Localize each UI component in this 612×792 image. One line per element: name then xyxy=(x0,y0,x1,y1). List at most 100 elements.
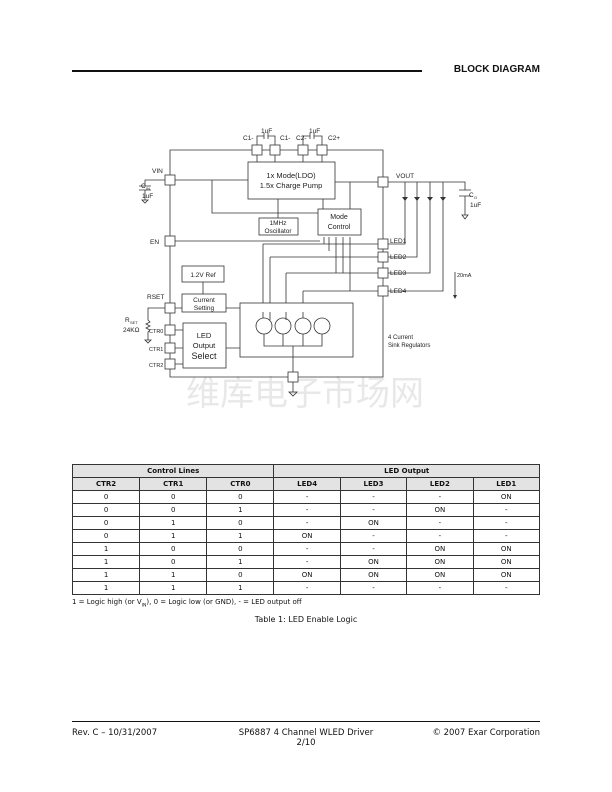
table-cell: 1 xyxy=(71,568,141,582)
table-cell: ON xyxy=(406,503,474,517)
table-cell: 0 xyxy=(206,542,275,556)
svg-text:CTR1: CTR1 xyxy=(149,347,163,353)
table-cell: ON xyxy=(472,542,541,556)
footer-copyright: © 2007 Exar Corporation xyxy=(432,728,540,738)
table-cell: 0 xyxy=(139,555,208,569)
svg-text:CTR2: CTR2 xyxy=(149,363,163,369)
svg-text:C2-: C2- xyxy=(296,135,306,142)
table-cell: - xyxy=(472,516,541,530)
svg-text:1uF: 1uF xyxy=(309,128,320,135)
table-cell: 0 xyxy=(71,490,141,504)
table-cell: ON xyxy=(406,542,474,556)
svg-text:EN: EN xyxy=(150,239,159,246)
table-cell: - xyxy=(339,529,408,543)
table-cell: ON xyxy=(406,555,474,569)
svg-text:LED: LED xyxy=(197,331,212,340)
table-cell: - xyxy=(339,503,408,517)
table-cell: 1 xyxy=(206,529,275,543)
table-cell: 0 xyxy=(71,516,141,530)
svg-text:Setting: Setting xyxy=(194,305,215,312)
page-number: 2/10 xyxy=(296,738,316,748)
table-cell: ON xyxy=(472,555,541,569)
table-cell: 1 xyxy=(71,581,141,595)
svg-text:1x Mode(LDO): 1x Mode(LDO) xyxy=(266,171,316,180)
table-cell: 0 xyxy=(139,503,208,517)
table-footnote: 1 = Logic high (or VIN), 0 = Logic low (… xyxy=(72,598,302,609)
svg-text:RSET: RSET xyxy=(147,294,164,301)
current-sink-block xyxy=(239,302,354,358)
table-cell: 1 xyxy=(206,555,275,569)
table-cell: - xyxy=(339,490,408,504)
svg-text:20mA: 20mA xyxy=(457,273,472,279)
table-cell: - xyxy=(472,581,541,595)
mode-control-block xyxy=(317,208,362,236)
table-cell: 1 xyxy=(71,542,141,556)
svg-text:VIN: VIN xyxy=(152,168,163,175)
svg-text:24KΩ: 24KΩ xyxy=(123,327,140,334)
table-cell: ON xyxy=(472,490,541,504)
svg-text:LED2: LED2 xyxy=(390,254,407,261)
table-cell: 0 xyxy=(206,516,275,530)
svg-text:4 Current: 4 Current xyxy=(388,335,413,341)
table-cell: 1 xyxy=(139,516,208,530)
table-cell: - xyxy=(406,516,474,530)
svg-text:Output: Output xyxy=(193,341,216,350)
table-cell: 0 xyxy=(206,568,275,582)
table-cell: - xyxy=(273,542,341,556)
table-cell: - xyxy=(339,581,408,595)
header-rule xyxy=(72,70,422,72)
table-cell: - xyxy=(273,581,341,595)
table-cell: 1 xyxy=(139,568,208,582)
svg-text:1.5x Charge Pump: 1.5x Charge Pump xyxy=(260,181,323,190)
svg-text:C1-: C1- xyxy=(280,135,290,142)
svg-text:LED3: LED3 xyxy=(390,270,407,277)
footer-revision: Rev. C – 10/31/2007 xyxy=(72,728,158,738)
table-cell: - xyxy=(472,503,541,517)
table-cell: 0 xyxy=(139,490,208,504)
table-caption: Table 1: LED Enable Logic xyxy=(254,615,358,624)
svg-text:Current: Current xyxy=(193,297,215,304)
table-cell: ON xyxy=(406,568,474,582)
watermark: 维库电子市场网 xyxy=(186,375,424,413)
led-diodes xyxy=(402,197,457,299)
table-cell: ON xyxy=(339,516,408,530)
table-cell: - xyxy=(273,503,341,517)
table-cell: - xyxy=(406,490,474,504)
svg-text:CTR0: CTR0 xyxy=(149,329,163,335)
svg-text:SET: SET xyxy=(130,320,138,325)
svg-text:C1-: C1- xyxy=(243,135,253,142)
table-cell: 1 xyxy=(206,581,275,595)
svg-text:LED1: LED1 xyxy=(390,238,407,245)
svg-text:1uF: 1uF xyxy=(261,128,272,135)
table-group-header: Control Lines LED Output xyxy=(71,464,540,478)
table-cell: ON xyxy=(273,529,341,543)
svg-text:1.2V Ref: 1.2V Ref xyxy=(190,272,215,279)
table-cell: 1 xyxy=(139,529,208,543)
svg-text:O: O xyxy=(474,195,477,200)
svg-text:1uF: 1uF xyxy=(470,202,481,209)
svg-text:Select: Select xyxy=(191,351,217,361)
charge-pump-block xyxy=(247,161,336,200)
table-cell: ON xyxy=(339,555,408,569)
table-cell: 0 xyxy=(206,490,275,504)
table-cell: - xyxy=(339,542,408,556)
table-cell: - xyxy=(273,516,341,530)
table-cell: 0 xyxy=(139,542,208,556)
table-cell: - xyxy=(406,529,474,543)
oscillator-block xyxy=(258,217,299,236)
pin-labels: VIN VOUT EN LED1 LED2 LED3 LED4 RSET CTR… xyxy=(123,168,481,369)
svg-text:Control: Control xyxy=(328,224,351,231)
table-cell: - xyxy=(472,529,541,543)
flying-capacitors xyxy=(256,133,323,145)
table-cell: ON xyxy=(472,568,541,582)
current-sink-regulators xyxy=(255,312,331,372)
svg-text:IN: IN xyxy=(146,186,150,191)
table-cell: 0 xyxy=(71,529,141,543)
